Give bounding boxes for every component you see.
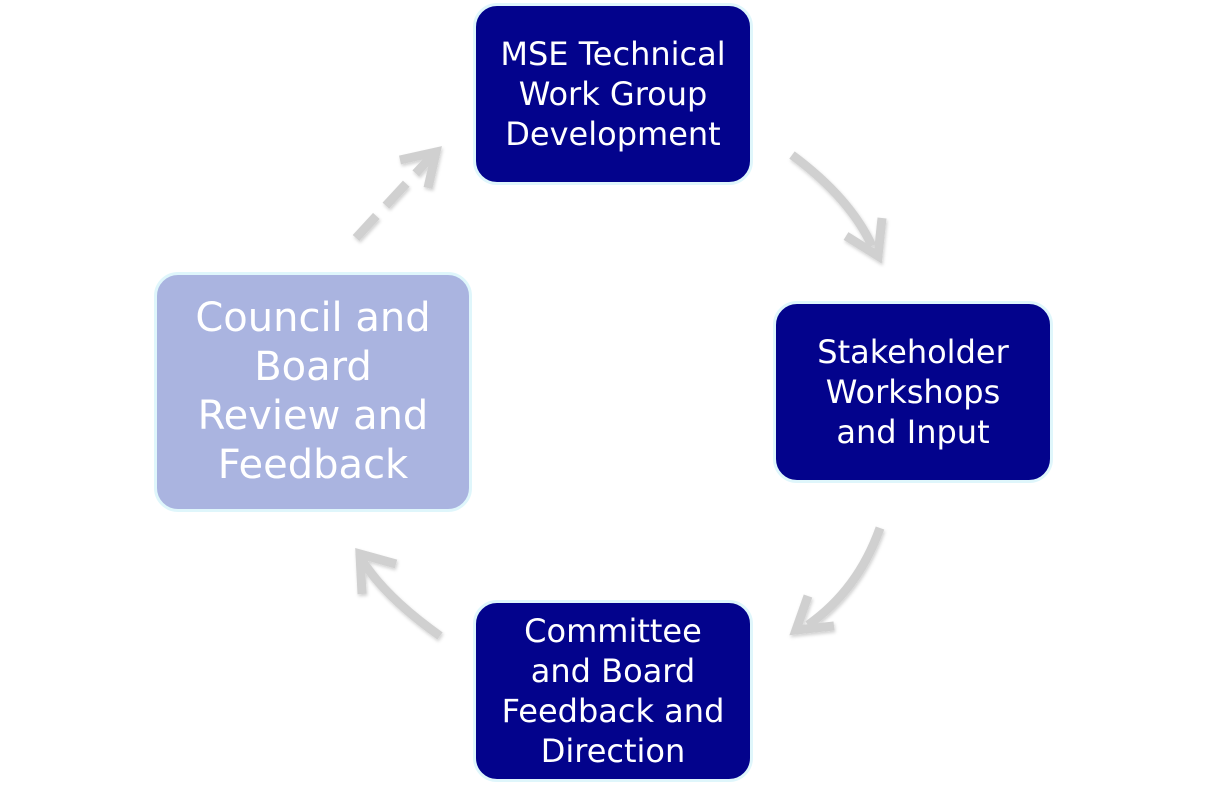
arrow-left-to-top-dashed [352,146,442,242]
arrow-right-to-bottom [789,526,885,636]
node-committee-and-board-feedback: Committee and Board Feedback and Directi… [473,600,753,782]
node-stakeholder-workshops: Stakeholder Workshops and Input [773,301,1053,483]
arrow-top-to-right [789,151,887,264]
node-mse-technical-work-group: MSE Technical Work Group Development [473,3,753,185]
arrow-bottom-to-left [355,547,443,640]
node-council-and-board-review: Council and Board Review and Feedback [154,272,472,512]
